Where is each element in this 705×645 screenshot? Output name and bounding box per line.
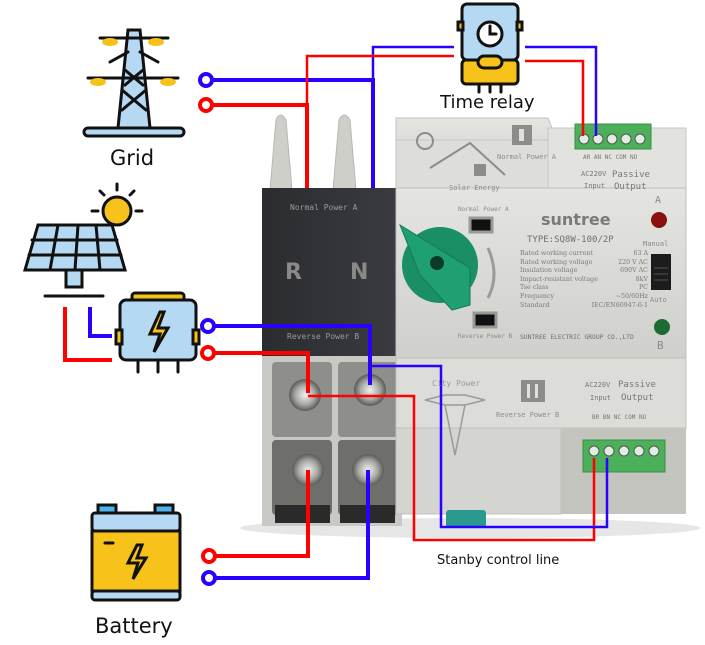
terminal-an: AN [593,154,602,161]
top-module-normal-power-label: Normal Power A [497,153,557,161]
city-power-label: City Power [432,379,481,388]
solar-neutral-wire [88,307,112,338]
power-tower-icon [82,28,186,138]
battery-live-wire [210,470,310,558]
wire-ends [198,72,217,586]
grid-live-wire [211,103,309,188]
indicator-b-label: B [657,339,664,352]
top-output-label: Output [614,182,647,192]
bottom-input-label: Input [590,394,612,402]
bottom-module-reverse-power-label: Reverse Power B [496,411,560,419]
selector-knob[interactable] [398,223,478,311]
terminal-nc: NC [613,414,621,421]
terminal-nc: NC [604,154,612,161]
window-reverse-power-label: Reverse Power B [458,333,513,340]
maker-label: SUNTREE ELECTRIC GROUP CO.,LTD [520,334,634,341]
top-passive-label: Passive [612,170,650,180]
inverter-live-wire [212,351,310,393]
battery-live-end [201,548,217,564]
battery-icon [90,503,182,602]
left-switch-module [262,188,398,356]
relay-live-in [305,54,454,105]
indicator-b-lamp [654,319,670,335]
inverter-neutral-end [200,318,216,334]
terminal-com: COM [615,154,627,161]
grid-live-end [198,97,214,113]
bottom-relay-terminal-block [582,439,666,473]
terminal-com: COM [624,414,636,421]
window-normal-a [468,216,494,234]
battery-neutral-wire [210,470,370,580]
bottom-control-module [395,357,687,528]
bottom-output-label: Output [621,393,654,403]
terminal-r-label: R [285,260,302,285]
top-input-label: Input [584,182,606,190]
top-input-terminal-labels: AR AN NC COM NO [583,154,637,161]
rotation-arrow-icon [486,247,496,299]
indicator-a-lamp [651,212,667,228]
solar-panel-icon [23,182,144,298]
city-power-graphic [424,394,486,456]
solar-house-graphic [416,132,506,176]
top-relay-terminal-block [574,123,652,150]
manual-auto-switch[interactable] [651,254,671,290]
relay-wiring [305,45,609,542]
inverter-icon [114,291,201,374]
terminal-bn: BN [602,414,611,421]
bottom-terminal-labels: BR BN NC COM NO [592,414,646,421]
bottom-passive-label: Passive [618,380,656,390]
terminal-screw-n-top [354,374,386,406]
left-module-normal-power-label: Normal Power A [290,203,358,212]
window-reverse-b [472,311,498,329]
time-relay-icon [456,2,524,94]
din-clip [446,510,486,528]
terminal-no: NO [630,154,638,161]
relay-live-out [525,59,585,136]
terminal-n-label: N [350,260,369,285]
terminal-screw-r-top [289,379,321,411]
left-module-reverse-power-label: Reverse Power B [287,332,360,341]
terminal-no: NO [639,414,647,421]
standby-live-line [308,394,596,542]
standby-neutral-line [370,364,609,529]
spec-row: Frequency~50/60Hz [520,292,648,300]
power-terminal-block [262,356,402,526]
grid-neutral-end [198,72,214,88]
roman-ii-box [521,380,545,402]
manual-mode-label: Manual [643,240,669,248]
relay-neutral-in [371,45,454,80]
auto-mode-label: Auto [650,296,667,304]
battery-neutral-end [201,570,217,586]
solar-energy-label: Solar Energy [449,184,500,192]
grid-label: Grid [110,146,155,170]
standby-control-line-label: Stanby control line [437,553,560,568]
bottom-ac220v-label: AC220V [585,381,611,389]
battery-label: Battery [95,614,173,638]
window-normal-power-label: Normal Power A [458,206,509,213]
inverter-live-end [200,345,216,361]
brand-logo: suntree [541,210,611,229]
terminal-br: BR [592,414,600,421]
time-relay-label: Time relay [440,92,535,113]
device-type: TYPE:SQ8W-100/2P [527,235,614,245]
mounting-fins [269,114,357,191]
indicator-a-label: A [655,195,662,206]
relay-neutral-out [525,45,598,136]
top-ac220v-label: AC220V [581,170,607,178]
terminal-ar: AR [583,154,591,161]
solar-live-wire [63,307,112,362]
